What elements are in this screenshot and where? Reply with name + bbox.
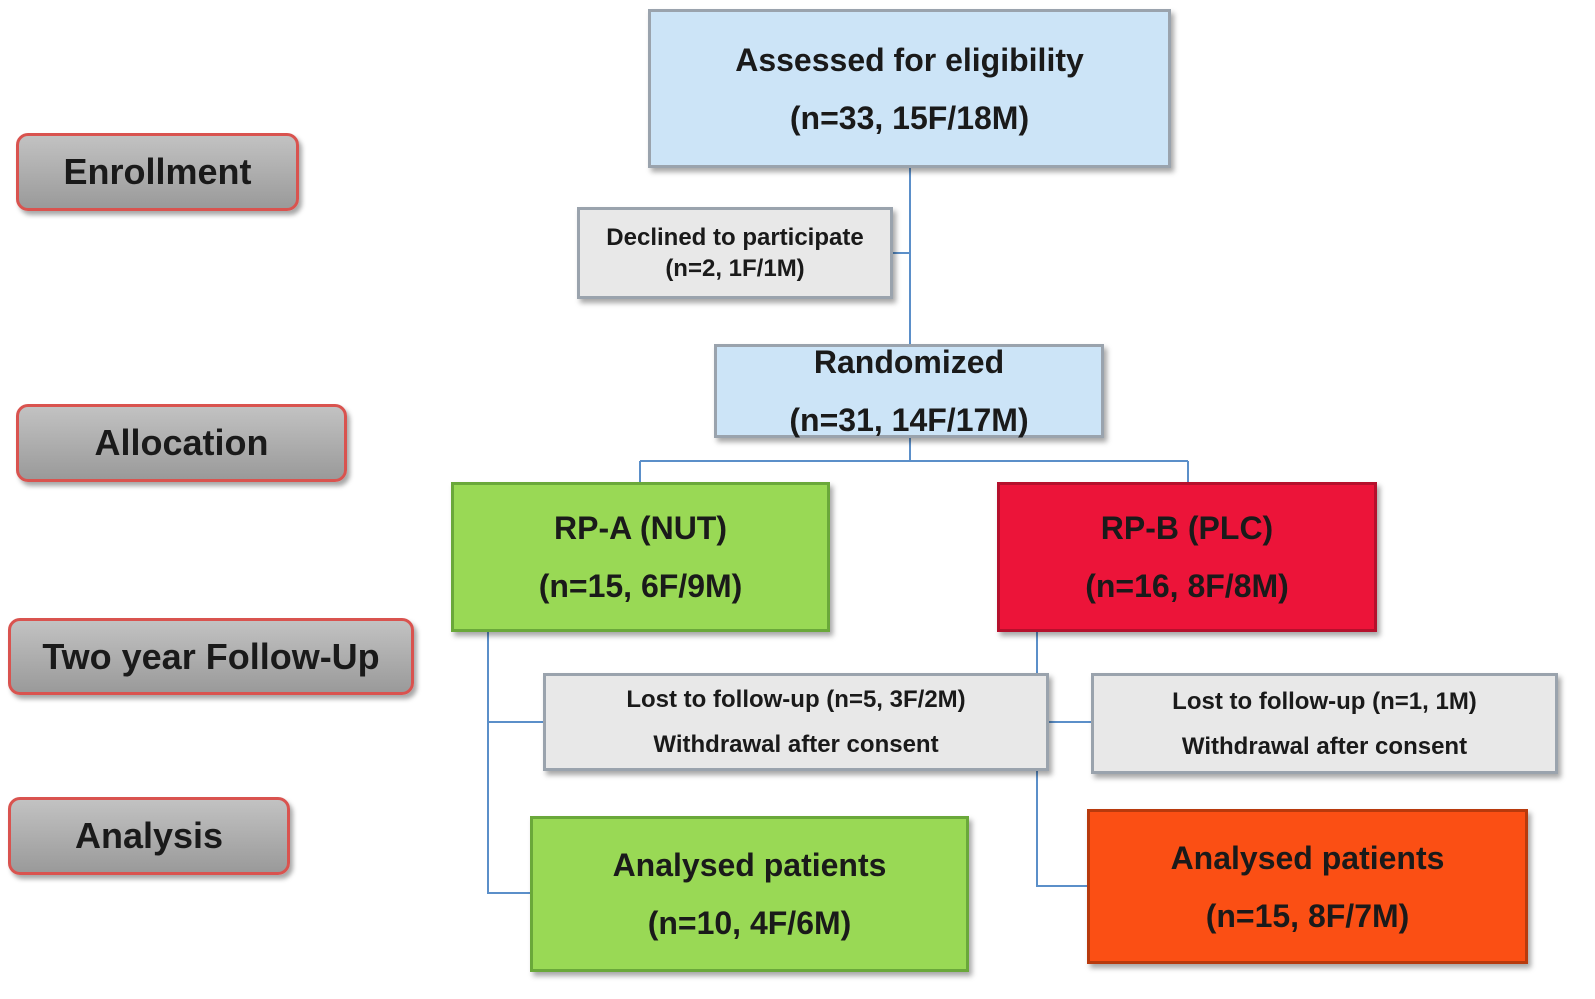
stage-enrollment: Enrollment — [16, 133, 299, 211]
node-lost-a: Lost to follow-up (n=5, 3F/2M) Withdrawa… — [543, 673, 1049, 771]
node-randomized-count: (n=31, 14F/17M) — [789, 402, 1029, 438]
node-assessed-count: (n=33, 15F/18M) — [789, 99, 1030, 136]
stage-allocation-label: Allocation — [94, 422, 269, 463]
node-declined-count: (n=2, 1F/1M) — [665, 255, 805, 282]
node-rp-b: RP-B (PLC) (n=16, 8F/8M) — [997, 482, 1377, 632]
node-randomized-title: Randomized — [813, 344, 1005, 380]
node-assessed: Assessed for eligibility (n=33, 15F/18M) — [648, 9, 1171, 168]
node-analysed-a: Analysed patients (n=10, 4F/6M) — [530, 816, 969, 972]
stage-analysis-label: Analysis — [74, 815, 224, 856]
node-rp-b-title: RP-B (PLC) — [1100, 510, 1274, 546]
node-declined: Declined to participate (n=2, 1F/1M) — [577, 207, 893, 299]
node-lost-b-detail: Withdrawal after consent — [1181, 732, 1468, 760]
node-rp-a-title: RP-A (NUT) — [554, 510, 727, 546]
stage-analysis: Analysis — [8, 797, 290, 875]
node-lost-b: Lost to follow-up (n=1, 1M) Withdrawal a… — [1091, 673, 1558, 774]
node-assessed-title: Assessed for eligibility — [735, 41, 1084, 78]
stage-enrollment-label: Enrollment — [63, 151, 252, 192]
node-analysed-b: Analysed patients (n=15, 8F/7M) — [1087, 809, 1528, 964]
stage-follow-up-label: Two year Follow-Up — [42, 635, 380, 677]
stage-allocation: Allocation — [16, 404, 347, 482]
node-lost-b-title: Lost to follow-up (n=1, 1M) — [1172, 687, 1477, 715]
node-rp-a-count: (n=15, 6F/9M) — [538, 568, 743, 604]
connector-a-analysed — [487, 632, 530, 894]
node-declined-title: Declined to participate — [606, 224, 864, 251]
node-randomized: Randomized (n=31, 14F/17M) — [714, 344, 1104, 438]
node-analysed-b-count: (n=15, 8F/7M) — [1205, 897, 1410, 934]
node-rp-a: RP-A (NUT) (n=15, 6F/9M) — [451, 482, 830, 632]
node-analysed-a-count: (n=10, 4F/6M) — [647, 905, 852, 941]
stage-follow-up: Two year Follow-Up — [8, 618, 414, 695]
node-analysed-a-title: Analysed patients — [612, 847, 887, 883]
node-lost-a-title: Lost to follow-up (n=5, 3F/2M) — [626, 686, 966, 713]
node-lost-a-detail: Withdrawal after consent — [653, 731, 939, 758]
node-rp-b-count: (n=16, 8F/8M) — [1085, 568, 1289, 604]
node-analysed-b-title: Analysed patients — [1170, 839, 1445, 876]
